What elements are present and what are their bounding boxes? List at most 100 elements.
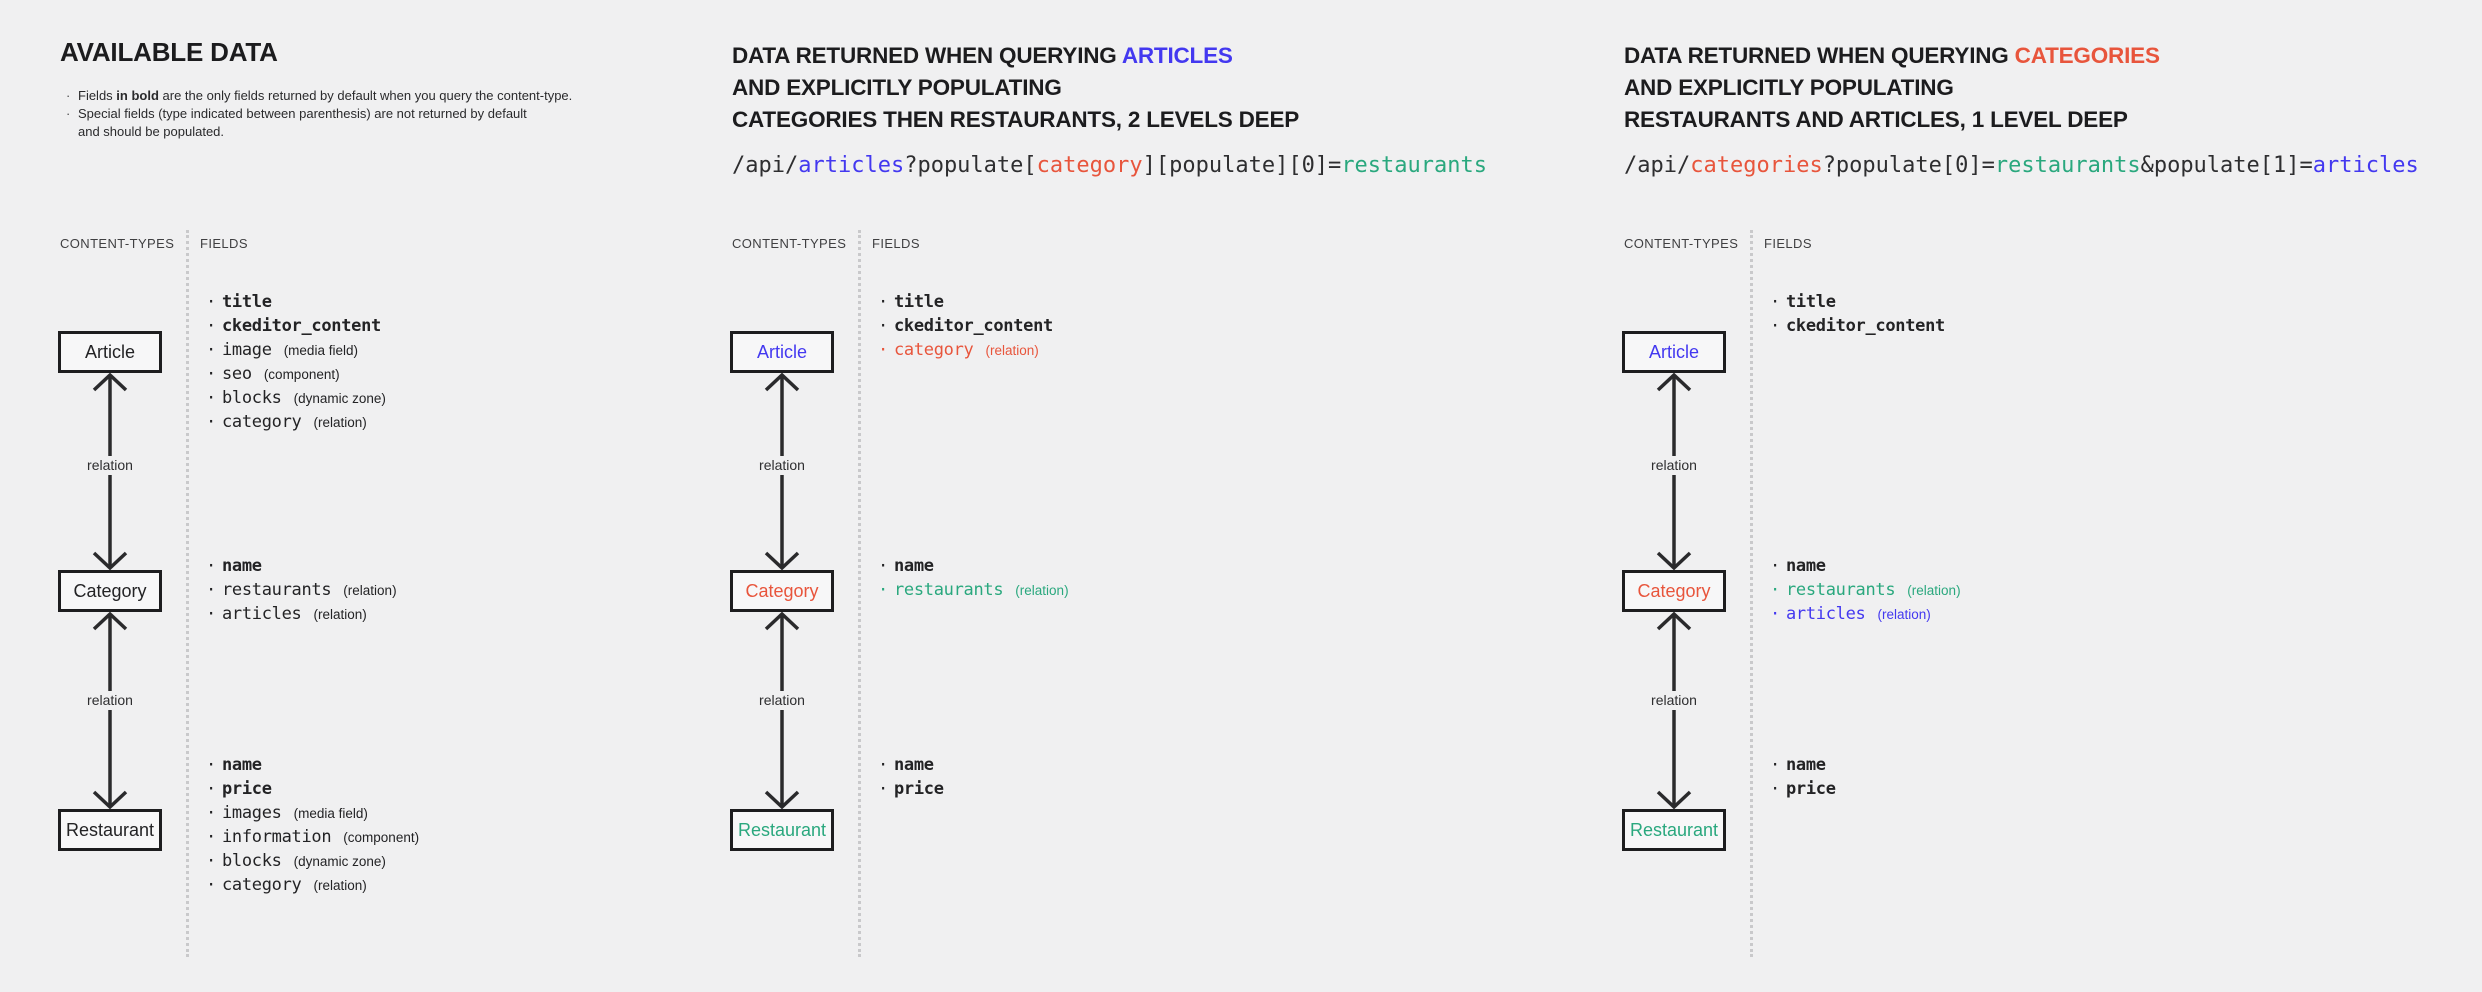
field-name: name [222,556,262,576]
field-row: ·seo(component) [206,364,386,388]
field-row: ·image (media field) [206,340,386,364]
text-segment: ][populate][0]= [1142,153,1342,178]
field-name: restaurants [222,580,332,600]
fields-column-label: FIELDS [1764,236,1812,251]
field-type: (dynamic zone) [293,854,386,869]
text-segment: categories [1690,153,1823,178]
bullet-icon: · [206,779,217,799]
field-name: ckeditor_content [222,316,381,336]
relation-label: relation [1646,691,1702,710]
field-name: restaurants [1786,580,1896,600]
field-type: (relation) [343,583,397,598]
field-type: (media field) [283,343,358,358]
text-segment: AVAILABLE DATA [60,37,278,67]
text-segment: restaurants [1994,153,2141,178]
field-row: ·price [206,779,419,803]
bullet-icon: · [878,580,889,600]
bullet-icon: · [206,388,217,408]
content-type-label: Restaurant [1629,819,1719,840]
field-name: image [222,340,272,360]
field-name: price [894,779,944,799]
bullet-icon: · [1770,604,1781,624]
text-segment: and should be populated. [78,124,225,139]
field-row: ·price [878,779,944,803]
field-name: articles [1786,604,1866,624]
bullet-icon: · [1770,755,1781,775]
panel-notes: ·Fields in bold are the only fields retu… [66,87,572,141]
relation-arrows [764,372,800,810]
field-type: (relation) [313,415,367,430]
bullet-icon: · [206,556,217,576]
content-types-column-label: CONTENT-TYPES [732,236,847,251]
field-list-restaurant: ·name·price [1770,755,1836,803]
content-type-box-category: Category [1622,570,1726,612]
text-segment: are the only fields returned by default … [158,88,573,103]
text-segment: articles [2312,153,2419,178]
field-row: ·name [878,556,1069,580]
text-segment: restaurants [1341,153,1488,178]
bullet-icon: · [66,106,71,121]
bullet-icon: · [206,340,217,360]
text-segment: RESTAURANTS AND ARTICLES, 1 LEVEL DEEP [1624,107,2128,132]
column-separator [186,230,189,957]
text-segment: DATA RETURNED WHEN QUERYING [1624,43,2015,68]
field-row: ·title [878,292,1053,316]
field-name: articles [222,604,302,624]
field-name: price [1786,779,1836,799]
text-segment: CATEGORIES THEN RESTAURANTS, 2 LEVELS DE… [732,107,1300,132]
field-name: price [222,779,272,799]
note-item: ·Special fields (type indicated between … [66,105,572,141]
field-row: ·name [1770,556,1961,580]
bullet-icon: · [1770,779,1781,799]
field-row: ·restaurants(relation) [1770,580,1961,604]
diagram-layer: Article ·title·ckeditor_content·category(… [730,0,1430,992]
field-name: title [894,292,944,312]
text-segment: ?populate[0]= [1822,153,1995,178]
text-segment: in bold [116,88,159,103]
bullet-icon: · [206,604,217,624]
bullet-icon: · [66,88,71,103]
content-type-label: Restaurant [65,819,155,840]
bullet-icon: · [878,292,889,312]
api-query-code: /api/articles?populate[category][populat… [732,153,1487,179]
field-name: images [222,803,282,823]
relation-label: relation [1646,456,1702,475]
field-list-article: ·title·ckeditor_content·category(relatio… [878,292,1053,364]
bullet-icon: · [206,580,217,600]
diagram-layer: Article·title·ckeditor_content·image(med… [58,0,758,992]
field-row: ·price [1770,779,1836,803]
field-row: ·category(relation) [206,875,419,899]
field-name: information [222,827,332,847]
bullet-icon: · [1770,556,1781,576]
field-list-category: ·name·restaurants(relation)·articles(rel… [206,556,397,628]
bullet-icon: · [206,755,217,775]
field-type: (relation) [1877,607,1931,622]
field-row: ·name [878,755,944,779]
field-list-category: ·name·restaurants(relation)·articles(rel… [1770,556,1961,628]
relation-label: relation [82,691,138,710]
text-segment: ARTICLES [1121,43,1233,68]
field-name: seo [222,364,252,384]
field-name: title [1786,292,1836,312]
bullet-icon: · [1770,316,1781,336]
field-list-category: ·name·restaurants(relation) [878,556,1069,604]
content-type-box-category: Category [730,570,834,612]
field-row: ·name [1770,755,1836,779]
field-row: ·category(relation) [878,340,1053,364]
column-separator [1750,230,1753,957]
field-type: (media field) [293,806,368,821]
relation-label: relation [82,456,138,475]
field-row: ·information(component) [206,827,419,851]
content-type-label: Article [756,341,807,362]
content-types-column-label: CONTENT-TYPES [60,236,175,251]
field-row: ·restaurants(relation) [878,580,1069,604]
content-type-label: Restaurant [737,819,827,840]
bullet-icon: · [878,316,889,336]
field-row: ·title [1770,292,1945,316]
bullet-icon: · [206,851,217,871]
field-name: category [894,340,974,360]
text-segment: &populate[1]= [2140,153,2313,178]
